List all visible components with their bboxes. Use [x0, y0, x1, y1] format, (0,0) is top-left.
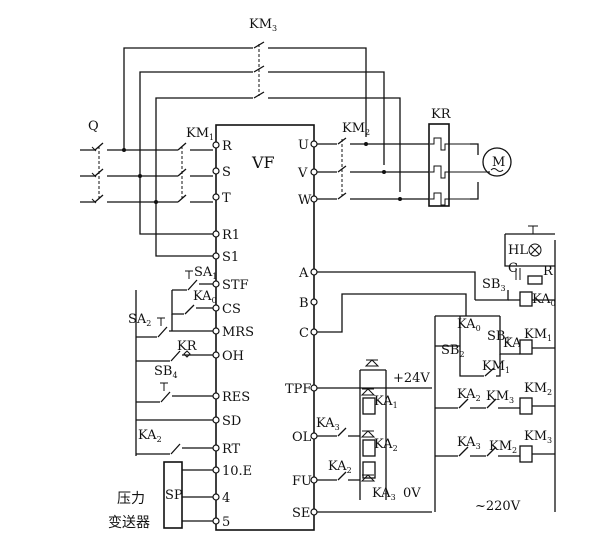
terminal-w-label: W [298, 193, 312, 208]
km1-main-label: KM1 [186, 126, 214, 142]
km3-label: KM3 [249, 17, 277, 33]
terminal-s1-label: S1 [222, 250, 239, 265]
terminal-5-label: 5 [222, 515, 230, 530]
terminal-tpf: TPF [285, 382, 318, 397]
left-control-inputs: SA1 KA0 SA2 KR SB4 KA2 [128, 265, 217, 456]
sa2-label: SA2 [128, 312, 151, 328]
terminal-se-label: SE [292, 506, 310, 521]
ka0-cs-label: KA0 [193, 289, 217, 305]
terminal-c: C [299, 326, 318, 341]
ka3-coil-label: KA3 [372, 486, 396, 502]
terminal-r: R [212, 139, 233, 154]
kr-oh-label: KR [177, 339, 198, 354]
sb2-label: SB2 [441, 343, 465, 359]
terminal-s: S [212, 165, 231, 180]
ka1-coil-label: KA1 [374, 394, 398, 410]
right-terminal-block: U V W A B C TPF OL FU SE [285, 138, 318, 521]
terminal-u-label: U [298, 138, 309, 153]
terminal-fu: FU [292, 474, 318, 489]
terminal-tpf-label: TPF [285, 382, 311, 397]
ka2-coil-label: KA2 [374, 437, 398, 453]
terminal-r-label: R [222, 139, 233, 154]
ac-control-circuit: ~220V HL C R SB3 KA0 KA0 SB1 SB2 KA1 KM1… [317, 225, 556, 514]
thermal-relay-kr [428, 123, 450, 207]
zero-volt-label: 0V [403, 486, 421, 501]
km2-main-label: KM2 [342, 121, 370, 137]
km2-coil-label: KM2 [524, 381, 552, 397]
sa1-label: SA1 [194, 265, 217, 281]
pressure-transmitter: SP 压力 变送器 [108, 461, 213, 531]
km1-coil-label: KM1 [524, 327, 552, 343]
left-terminal-block: R S T R1 S1 STF CS MRS OH RES SD RT 10.E… [212, 139, 254, 530]
capacitor-label: C [508, 261, 518, 276]
terminal-oh-label: OH [222, 349, 244, 364]
power-input: Q KM1 [80, 119, 214, 257]
ka2-ac-contact-label: KA2 [457, 387, 481, 403]
ac-supply-label: ~220V [475, 499, 521, 514]
terminal-sd-label: SD [222, 414, 241, 429]
terminal-fu-label: FU [292, 474, 312, 489]
resistor-label: R [543, 264, 554, 279]
dc-relay-outputs: +24V 0V KA1 KA2 KA3 KA3 KA2 [316, 359, 432, 513]
terminal-mrs-label: MRS [222, 325, 254, 340]
terminal-cs: CS [212, 302, 241, 317]
ka0-contact-label: KA0 [457, 317, 481, 333]
terminal-s-label: S [222, 165, 231, 180]
km2-ac-contact-label: KM2 [489, 439, 517, 455]
output-circuit: KM2 KR M [317, 107, 512, 207]
kr-label: KR [431, 107, 452, 122]
terminal-t-label: T [222, 191, 231, 206]
terminal-r1: R1 [212, 228, 240, 243]
terminal-c-label: C [299, 326, 309, 341]
sp-label: SP [165, 488, 183, 503]
sb4-label: SB4 [154, 364, 178, 380]
ka2-contact-label: KA2 [328, 459, 352, 475]
ka3-contact-label: KA3 [316, 416, 340, 432]
terminal-4-label: 4 [222, 491, 230, 506]
km3-coil-label: KM3 [524, 429, 552, 445]
terminal-stf: STF [212, 278, 249, 293]
motor [482, 147, 512, 177]
km3-ac-contact-label: KM3 [486, 389, 514, 405]
inverter-title: VF [251, 153, 275, 172]
terminal-v-label: V [297, 166, 308, 181]
terminal-10e-label: 10.E [222, 464, 252, 479]
transmitter-label-2: 变送器 [108, 515, 150, 531]
terminal-s1: S1 [212, 250, 239, 265]
bypass-km3: KM3 [123, 17, 402, 202]
sb1-label: SB1 [487, 329, 511, 345]
terminal-a-label: A [298, 266, 309, 281]
terminal-res-label: RES [222, 390, 250, 405]
terminal-t: T [212, 191, 231, 206]
motor-label: M [492, 155, 505, 170]
terminal-cs-label: CS [222, 302, 241, 317]
plus-24v-label: +24V [393, 371, 430, 386]
hl-label: HL [508, 243, 528, 258]
terminal-se: SE [292, 506, 318, 521]
breaker-q-label: Q [88, 119, 99, 134]
indicator-lamp [528, 243, 542, 257]
terminal-rt-label: RT [222, 442, 241, 457]
terminal-rt: RT [212, 442, 241, 457]
km1-contact-label: KM1 [482, 359, 510, 375]
ka2-rt-label: KA2 [138, 428, 162, 444]
ka3-ac-contact-label: KA3 [457, 435, 481, 451]
terminal-stf-label: STF [222, 278, 249, 293]
sb3-label: SB3 [482, 277, 506, 293]
terminal-ol-label: OL [292, 430, 312, 445]
terminal-b-label: B [299, 296, 309, 311]
inverter-box: VF [215, 124, 315, 531]
terminal-r1-label: R1 [222, 228, 240, 243]
terminal-b: B [299, 296, 318, 311]
transmitter-label-1: 压力 [117, 491, 145, 507]
